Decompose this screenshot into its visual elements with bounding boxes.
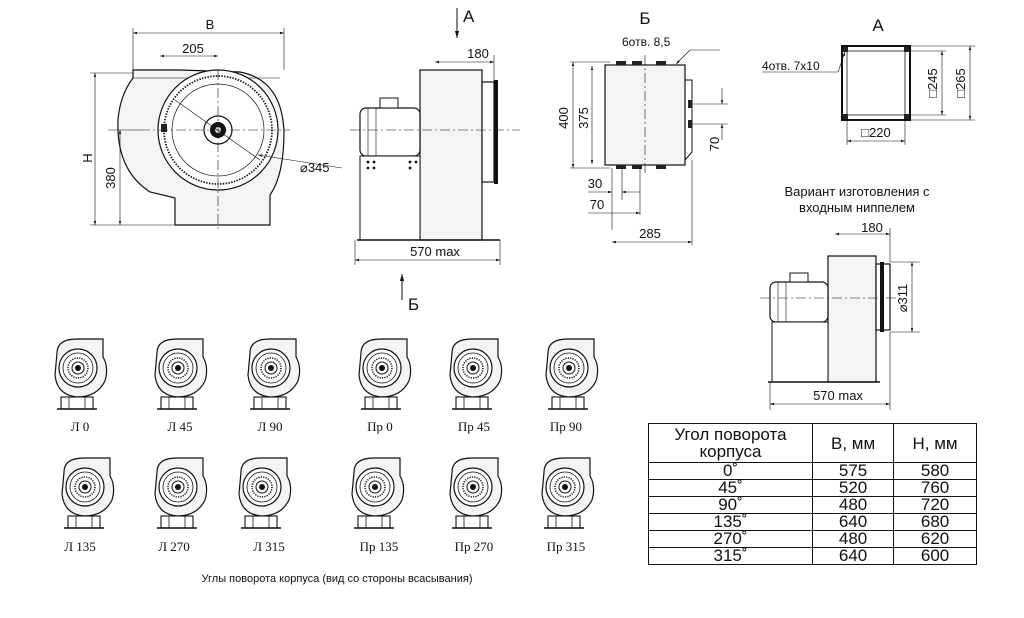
- dim-265: □265: [953, 68, 968, 98]
- cell-h: 720: [893, 496, 977, 514]
- variant-view: Вариант изготовления с входным ниппелем …: [760, 184, 930, 410]
- dim-380: 380: [103, 167, 118, 189]
- dim-30: 30: [588, 176, 602, 191]
- cell-h: 680: [893, 513, 977, 531]
- dim-width-label: B: [206, 17, 215, 32]
- rotation-label: Пр 315: [547, 539, 586, 554]
- variant-dim-570-max: 570 max: [813, 388, 863, 403]
- rotation-label: Пр 0: [367, 419, 393, 434]
- cell-h: 620: [893, 530, 977, 548]
- cell-h: 760: [893, 479, 977, 497]
- rotation-thumb-l270: [155, 458, 207, 528]
- rotation-label: Пр 270: [455, 539, 494, 554]
- rotation-thumb-l315: [239, 458, 291, 528]
- cell-h: 600: [893, 547, 977, 565]
- cell-b: 480: [811, 496, 895, 514]
- rotation-caption: Углы поворота корпуса (вид со стороны вс…: [202, 573, 473, 585]
- cell-angle: 45˚: [648, 479, 813, 497]
- cell-b: 520: [811, 479, 895, 497]
- header-rotation-angle: Угол поворота корпуса: [648, 423, 813, 463]
- dim-4-holes: 4отв. 7х10: [762, 59, 820, 73]
- rotation-thumb-pr0: [359, 339, 411, 409]
- rotation-label: Л 90: [257, 419, 282, 434]
- side-view: 180 570 max А Б: [350, 7, 520, 314]
- rotation-thumb-pr315: [542, 458, 594, 528]
- dim-345: ⌀345: [300, 160, 330, 175]
- cell-angle: 90˚: [648, 496, 813, 514]
- dim-70-vertical: 70: [707, 137, 722, 151]
- dim-70-horizontal: 70: [590, 197, 604, 212]
- dim-245: □245: [925, 68, 940, 98]
- rotation-label: Л 0: [71, 419, 90, 434]
- dim-6-holes: 6отв. 8,5: [622, 35, 671, 49]
- cell-b: 640: [811, 547, 895, 565]
- cell-b: 640: [811, 513, 895, 531]
- rotation-label: Л 270: [158, 539, 190, 554]
- cell-b: 480: [811, 530, 895, 548]
- rotation-thumb-l45: [155, 339, 207, 409]
- dim-220: □220: [861, 125, 891, 140]
- header-b-mm: B, мм: [811, 423, 895, 463]
- rotation-thumb-l135: [62, 458, 114, 528]
- cell-angle: 270˚: [648, 530, 813, 548]
- rotation-label: Л 135: [64, 539, 96, 554]
- view-a: А 4отв. 7х10 □245 □265 □220: [762, 16, 975, 145]
- dim-180: 180: [467, 46, 489, 61]
- dim-205: 205: [182, 41, 204, 56]
- dim-375: 375: [576, 107, 591, 129]
- cell-angle: 315˚: [648, 547, 813, 565]
- view-b-title: Б: [639, 9, 650, 28]
- rotation-label: Пр 45: [458, 419, 490, 434]
- dim-285: 285: [639, 226, 661, 241]
- rotation-thumb-pr90: [546, 339, 598, 409]
- rotation-label: Пр 90: [550, 419, 582, 434]
- variant-dim-311: ⌀311: [895, 284, 910, 313]
- dim-400: 400: [556, 107, 571, 129]
- cell-h: 580: [893, 462, 977, 480]
- view-arrow-b: Б: [408, 295, 419, 314]
- variant-caption-line1: Вариант изготовления с: [784, 184, 930, 199]
- rotation-thumb-pr45: [450, 339, 502, 409]
- rotation-label: Л 45: [167, 419, 192, 434]
- dim-570-max: 570 max: [410, 244, 460, 259]
- front-view: B 205 H 380 ⌀345: [80, 17, 343, 230]
- rotation-thumb-l90: [248, 339, 300, 409]
- rotation-label: Л 315: [253, 539, 285, 554]
- header-h-mm: H, мм: [893, 423, 977, 463]
- cell-angle: 0˚: [648, 462, 813, 480]
- cell-b: 575: [811, 462, 895, 480]
- view-arrow-a: А: [463, 7, 475, 26]
- rotation-thumb-pr270: [450, 458, 502, 528]
- variant-caption-line2: входным ниппелем: [799, 200, 915, 215]
- table-header-row: Угол поворота корпуса B, мм H, мм: [648, 423, 977, 463]
- dim-height-label: H: [80, 153, 95, 162]
- cell-angle: 135˚: [648, 513, 813, 531]
- rotation-thumb-pr135: [352, 458, 404, 528]
- rotation-thumbnails: Л 0 Л 45 Л 90 Пр 0 Пр 45 Пр 90 Л 135 Л 2…: [55, 339, 598, 585]
- view-b: Б 6отв. 8,5 400 375 70 30 70 285: [556, 9, 728, 245]
- rotation-label: Пр 135: [360, 539, 399, 554]
- view-a-title: А: [872, 16, 884, 35]
- variant-dim-180: 180: [861, 220, 883, 235]
- rotation-thumb-l0: [55, 339, 107, 409]
